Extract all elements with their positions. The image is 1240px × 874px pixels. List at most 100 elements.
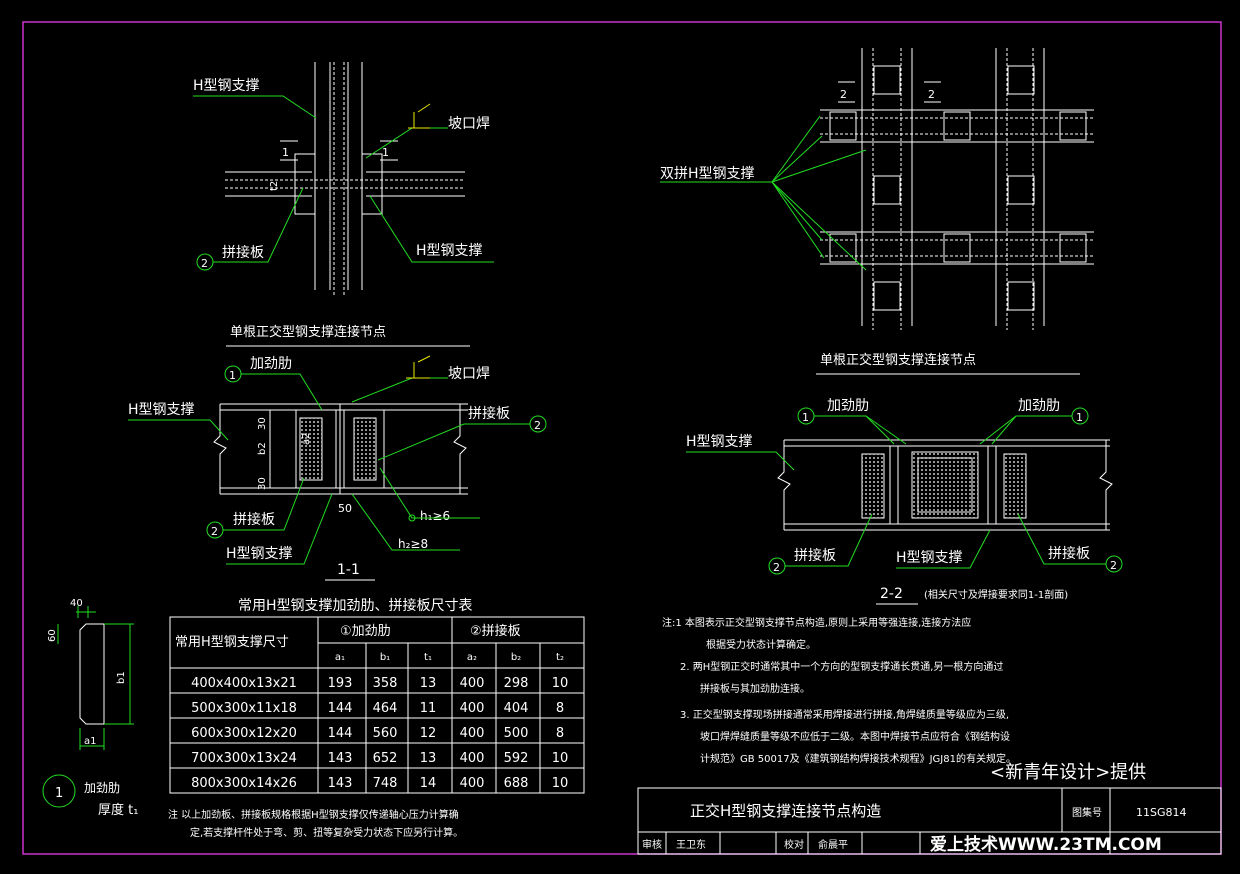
title-block-title: 正交H型钢支撑连接节点构造 bbox=[690, 802, 881, 820]
num-2-section22-left: 2 bbox=[773, 561, 780, 574]
watermark-provider: <新青年设计>提供 bbox=[990, 762, 1146, 783]
table-cell-value: 8 bbox=[556, 701, 564, 716]
label-stiffener-2-right: 加劲肋 bbox=[1018, 398, 1060, 414]
title-block-reviewer: 王卫东 bbox=[676, 838, 706, 851]
table-header-size: 常用H型钢支撑尺寸 bbox=[175, 635, 289, 650]
table-cell-size: 700x300x13x24 bbox=[191, 751, 297, 766]
table-group-splice: ②拼接板 bbox=[470, 623, 521, 639]
title-single-joint-1: 单根正交型钢支撑连接节点 bbox=[230, 324, 386, 340]
table-cell-size: 400x400x13x21 bbox=[191, 676, 297, 691]
note-line-3: 2. 两H型钢正交时通常其中一个方向的型钢支撑通长贯通,另一根方向通过 bbox=[680, 660, 1003, 673]
legend-stiffener: 加劲肋 bbox=[84, 780, 120, 795]
table-cell-value: 143 bbox=[328, 776, 353, 791]
table-cell-size: 500x300x11x18 bbox=[191, 701, 297, 716]
num-1-section11: 1 bbox=[229, 369, 236, 382]
label-splice-plate-1-right: 拼接板 bbox=[468, 405, 510, 422]
table-title: 常用H型钢支撑加劲肋、拼接板尺寸表 bbox=[238, 597, 473, 614]
dim-50: 50 bbox=[338, 502, 352, 515]
table-cell-value: 400 bbox=[460, 776, 485, 791]
label-h-brace-2-bottom: H型钢支撑 bbox=[896, 550, 963, 566]
size-table: 常用H型钢支撑加劲肋、拼接板尺寸表 常用H型钢支撑尺寸 ①加劲肋 ②拼接板 a₁… bbox=[168, 597, 585, 839]
dim-b1: b1 bbox=[116, 671, 127, 684]
note-line-5: 3. 正交型钢支撑现场拼接通常采用焊接进行拼接,角焊缝质量等级应为三级, bbox=[680, 708, 1009, 721]
table-cell-value: 8 bbox=[556, 726, 564, 741]
section-1-1-label: 1-1 bbox=[337, 562, 360, 578]
table-cell-value: 358 bbox=[373, 676, 398, 691]
table-cell-value: 193 bbox=[328, 676, 353, 691]
table-note-1: 注 以上加劲板、拼接板规格根据H型钢支撑仅传递轴心压力计算确 bbox=[168, 808, 459, 821]
table-note-2: 定,若支撑杆件处于弯、剪、扭等复杂受力状态下应另行计算。 bbox=[190, 826, 463, 839]
title-single-joint-2: 单根正交型钢支撑连接节点 bbox=[820, 352, 976, 368]
note-line-2: 根据受力状态计算确定。 bbox=[706, 638, 816, 651]
legend-thickness: 厚度 t₁ bbox=[98, 802, 138, 818]
table-cell-value: 560 bbox=[373, 726, 398, 741]
num-1-section22-left: 1 bbox=[802, 411, 809, 424]
weld-h1: h₁≥6 bbox=[420, 509, 450, 523]
dim-30-top: 30 bbox=[257, 417, 268, 430]
dim-t2: t2 bbox=[269, 181, 280, 191]
label-groove-weld-top: 坡口焊 bbox=[448, 116, 490, 132]
note-line-7: 计规范》GB 50017及《建筑钢结构焊接技术规程》JGJ81的有关规定。 bbox=[700, 752, 1016, 765]
dim-40: 40 bbox=[70, 598, 83, 609]
label-splice-plate-top: 拼接板 bbox=[222, 244, 264, 261]
double-joint-plan: 2 2 双拼H型钢支撑 单根正交型钢支撑连接节点 bbox=[660, 48, 1094, 375]
num-2-section11-left: 2 bbox=[211, 525, 218, 538]
table-cell-value: 144 bbox=[328, 726, 353, 741]
label-splice-plate-1-left: 拼接板 bbox=[233, 511, 275, 528]
label-h-brace-2: H型钢支撑 bbox=[686, 434, 753, 450]
table-cell-size: 600x300x12x20 bbox=[191, 726, 297, 741]
label-h-brace-1: H型钢支撑 bbox=[128, 402, 195, 418]
single-joint-plan: 1 1 t2 H型钢支撑 坡口焊 2 拼接板 H型钢支撑 单根正交型钢支撑连接节… bbox=[193, 62, 494, 347]
dim-a1: a1 bbox=[84, 736, 97, 747]
weld-h2: h₂≥8 bbox=[398, 537, 428, 551]
dim-b2: b2 bbox=[257, 442, 268, 455]
notes-block: 注:1 本图表示正交型钢支撑节点构造,原则上采用等强连接,连接方法应 根据受力状… bbox=[662, 616, 1146, 783]
num-2-top: 2 bbox=[201, 257, 208, 270]
label-h-brace-top-right: H型钢支撑 bbox=[416, 243, 483, 259]
section-mark-1-left: 1 bbox=[282, 146, 289, 159]
section-2-2-label: 2-2 bbox=[880, 586, 903, 602]
stiffener-detail: 40 60 b1 a1 1 加劲肋 厚度 t₁ bbox=[42, 598, 138, 818]
table-cell-value: 748 bbox=[373, 776, 398, 791]
label-splice-plate-2-right: 拼接板 bbox=[1048, 545, 1090, 562]
table-cell-value: 400 bbox=[460, 751, 485, 766]
table-cell-value: 400 bbox=[460, 701, 485, 716]
table-cell-value: 592 bbox=[504, 751, 529, 766]
dim-30-bottom: 30 bbox=[257, 477, 268, 490]
table-subheader: t₁ bbox=[424, 652, 432, 663]
table-cell-size: 800x300x14x26 bbox=[191, 776, 297, 791]
title-block-review-label: 审核 bbox=[642, 838, 662, 851]
table-subheader: t₂ bbox=[556, 652, 564, 663]
table-cell-value: 400 bbox=[460, 676, 485, 691]
table-cell-value: 144 bbox=[328, 701, 353, 716]
table-cell-value: 298 bbox=[504, 676, 529, 691]
label-stiffener-1: 加劲肋 bbox=[250, 356, 292, 372]
note-line-6: 坡口焊焊缝质量等级不应低于二级。本图中焊接节点应符合《钢结构设 bbox=[700, 730, 1010, 743]
note-line-4: 拼接板与其加劲肋连接。 bbox=[700, 682, 810, 695]
title-block-check-label: 校对 bbox=[784, 838, 804, 851]
section-2-2-note: (相关尺寸及焊接要求同1-1剖面) bbox=[924, 588, 1068, 601]
table-subheader: b₁ bbox=[380, 652, 390, 663]
watermark-site: 爱上技术WWW.23TM.COM bbox=[930, 834, 1162, 855]
table-subheader: a₂ bbox=[467, 652, 477, 663]
section-mark-2-left: 2 bbox=[840, 88, 847, 101]
table-group-stiffener: ①加劲肋 bbox=[340, 624, 391, 639]
table-subheader: a₁ bbox=[335, 652, 345, 663]
title-block-atlas-no: 11SG814 bbox=[1136, 806, 1187, 819]
table-cell-value: 404 bbox=[504, 701, 529, 716]
table-cell-value: 10 bbox=[552, 776, 569, 791]
label-double-h-brace: 双拼H型钢支撑 bbox=[660, 166, 755, 182]
num-2-section22-right: 2 bbox=[1110, 559, 1117, 572]
label-groove-weld-1: 坡口焊 bbox=[448, 366, 490, 382]
table-cell-value: 688 bbox=[504, 776, 529, 791]
num-2-section11-right: 2 bbox=[534, 419, 541, 432]
title-block: 正交H型钢支撑连接节点构造 图集号 11SG814 审核 王卫东 校对 俞晨平 … bbox=[637, 787, 1222, 855]
section-1-1: 30 b2 30 a2 50 1 加劲肋 坡口焊 H型钢支撑 拼接板 2 2 拼… bbox=[128, 355, 547, 581]
label-stiffener-2-left: 加劲肋 bbox=[827, 398, 869, 414]
section-mark-2-right: 2 bbox=[928, 88, 935, 101]
table-cell-value: 400 bbox=[460, 726, 485, 741]
table-cell-value: 14 bbox=[420, 776, 437, 791]
table-cell-value: 464 bbox=[373, 701, 398, 716]
label-splice-plate-2-left: 拼接板 bbox=[794, 547, 836, 564]
